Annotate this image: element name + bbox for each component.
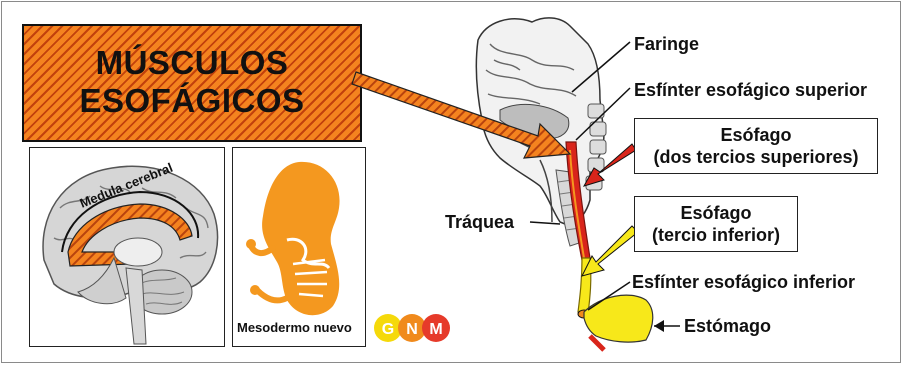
brain-panel: Medula cerebral — [29, 147, 225, 347]
embryo-illustration — [246, 161, 340, 316]
medulla-hatch — [67, 203, 193, 267]
label-traquea: Tráquea — [445, 212, 515, 232]
label-esfinter-superior: Esfínter esofágico superior — [634, 80, 868, 100]
esofago-inf-line1: Esófago — [680, 203, 752, 223]
embryo-caption: Mesodermo nuevo — [237, 320, 352, 335]
label-faringe: Faringe — [634, 34, 700, 54]
title-box: MÚSCULOS ESOFÁGICOS — [22, 24, 362, 142]
embryo-panel: Mesodermo nuevo — [232, 147, 366, 347]
label-estomago: Estómago — [684, 316, 772, 336]
esofago-sup-line1: Esófago — [720, 125, 792, 145]
box-esofago-inferior: Esófago (tercio inferior) — [634, 196, 798, 252]
esofago-inf-line2: (tercio inferior) — [651, 225, 780, 245]
brain-illustration: Medula cerebral — [42, 160, 219, 345]
title-text: MÚSCULOS ESOFÁGICOS — [79, 44, 305, 119]
label-esfinter-inferior: Esfínter esofágico inferior — [632, 272, 856, 292]
box-esofago-superior: Esófago (dos tercios superiores) — [634, 118, 878, 174]
esofago-sup-line2: (dos tercios superiores) — [653, 147, 859, 167]
